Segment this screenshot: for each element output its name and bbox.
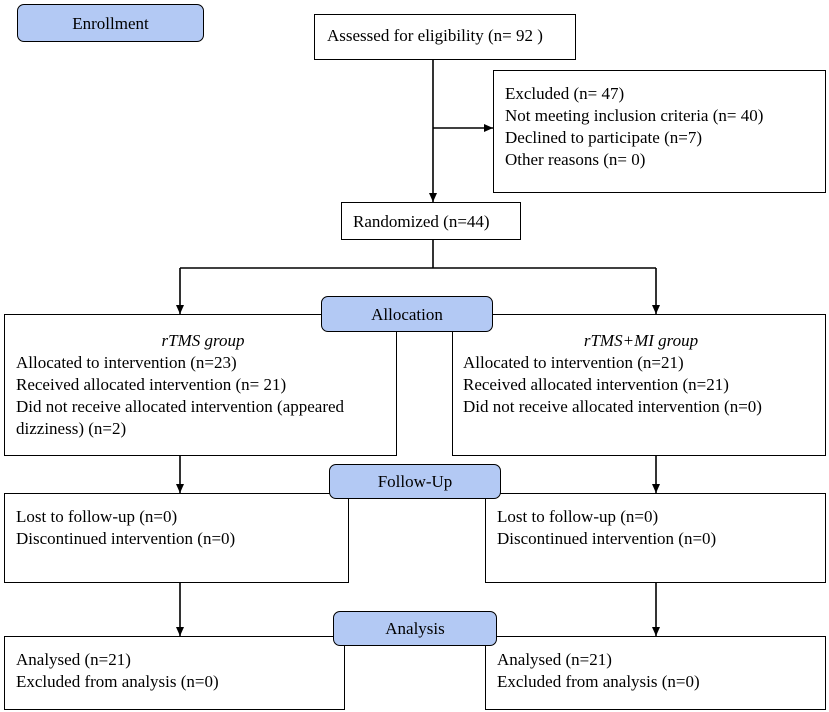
allocation-item: Did not receive allocated intervention (… (463, 397, 762, 416)
follow-up-item: Discontinued intervention (n=0) (497, 529, 717, 548)
allocation-item: Allocated to intervention (n=23) (16, 353, 237, 372)
follow-up-item: Lost to follow-up (n=0) (497, 507, 659, 526)
excluded-box: Excluded (n= 47) Not meeting inclusion c… (493, 70, 826, 193)
analysis-right-box: Analysed (n=21) Excluded from analysis (… (485, 636, 826, 710)
group-name-right: rTMS+MI group (583, 331, 699, 350)
follow-up-item: Lost to follow-up (n=0) (16, 507, 178, 526)
excluded-reason: Not meeting inclusion criteria (n= 40) (505, 106, 764, 125)
excluded-title: Excluded (n= 47) (505, 84, 625, 103)
allocation-item: Allocated to intervention (n=21) (463, 353, 684, 372)
follow-up-left-box: Lost to follow-up (n=0) Discontinued int… (4, 493, 349, 583)
allocation-item: Received allocated intervention (n= 21) (16, 375, 287, 394)
group-name-left: rTMS group (161, 331, 245, 350)
allocation-right-box: rTMS+MI group Allocated to intervention … (452, 314, 826, 456)
assessed-text: Assessed for eligibility (n= 92 ) (327, 26, 543, 45)
analysis-item: Analysed (n=21) (497, 650, 612, 669)
excluded-reason: Declined to participate (n=7) (505, 128, 702, 147)
randomized-box: Randomized (n=44) (341, 202, 521, 240)
follow-up-right-box: Lost to follow-up (n=0) Discontinued int… (485, 493, 826, 583)
assessed-box: Assessed for eligibility (n= 92 ) (314, 14, 576, 60)
analysis-item: Excluded from analysis (n=0) (16, 672, 219, 691)
allocation-item: Did not receive allocated intervention (… (16, 397, 345, 438)
stage-enrollment: Enrollment (17, 4, 204, 42)
randomized-text: Randomized (n=44) (353, 212, 490, 231)
allocation-left-box: rTMS group Allocated to intervention (n=… (4, 314, 397, 456)
analysis-left-box: Analysed (n=21) Excluded from analysis (… (4, 636, 345, 710)
stage-analysis: Analysis (333, 611, 497, 646)
stage-follow-up: Follow-Up (329, 464, 501, 499)
analysis-item: Analysed (n=21) (16, 650, 131, 669)
analysis-item: Excluded from analysis (n=0) (497, 672, 700, 691)
follow-up-item: Discontinued intervention (n=0) (16, 529, 236, 548)
excluded-reason: Other reasons (n= 0) (505, 150, 646, 169)
stage-allocation: Allocation (321, 296, 493, 332)
allocation-item: Received allocated intervention (n=21) (463, 375, 729, 394)
